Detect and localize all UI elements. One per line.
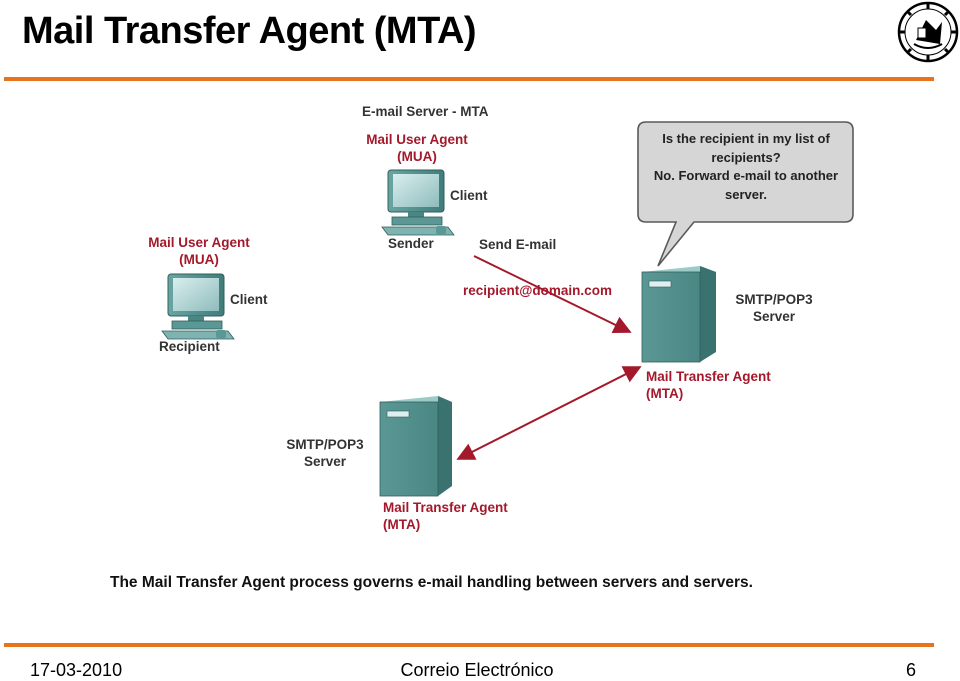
send-arrow [473,255,632,333]
slide-title: Mail Transfer Agent (MTA) [22,10,477,52]
sender-agent-label: Mail User Agent (MUA) [366,132,468,164]
bubble-text: Is the recipient in my list of recipient… [640,130,852,204]
speech-bubble [637,121,854,267]
bubble-line-2: recipients? [711,149,781,165]
footer-date: 17-03-2010 [30,660,123,680]
recipient-role-label: Recipient [159,339,220,354]
university-seal-icon [897,1,959,63]
server-tower-top-icon [641,266,716,363]
page-number: 6 [906,660,917,680]
server-top-protocol-label: SMTP/POP3 Server [735,292,813,324]
send-email-label: Send E-mail [479,237,557,252]
diagram-caption: The Mail Transfer Agent process governs … [110,574,753,591]
forward-arrow [456,366,642,460]
server-top-agent-label: Mail Transfer Agent (MTA) [646,369,771,401]
recipient-agent-label: Mail User Agent (MUA) [148,235,250,267]
server-tower-bottom-icon [379,396,452,497]
recipient-computer-icon [161,273,235,340]
diagram-header: E-mail Server - MTA [362,104,489,119]
recipient-client-label: Client [230,292,268,307]
bubble-line-3: No. Forward e-mail to another [653,168,839,183]
footer-rule [4,643,934,647]
footer-center: Correio Electrónico [400,660,554,680]
sender-role-label: Sender [388,236,434,251]
server-bottom-agent-label: Mail Transfer Agent (MTA) [383,500,508,532]
title-rule [4,77,934,81]
bubble-line-1: Is the recipient in my list of [662,131,830,146]
sender-computer-icon [381,169,455,236]
sender-client-label: Client [450,188,488,203]
bubble-line-4: server. [725,186,767,202]
server-bottom-protocol-label: SMTP/POP3 Server [286,437,364,469]
recipient-address-label: recipient@domain.com [463,283,612,298]
